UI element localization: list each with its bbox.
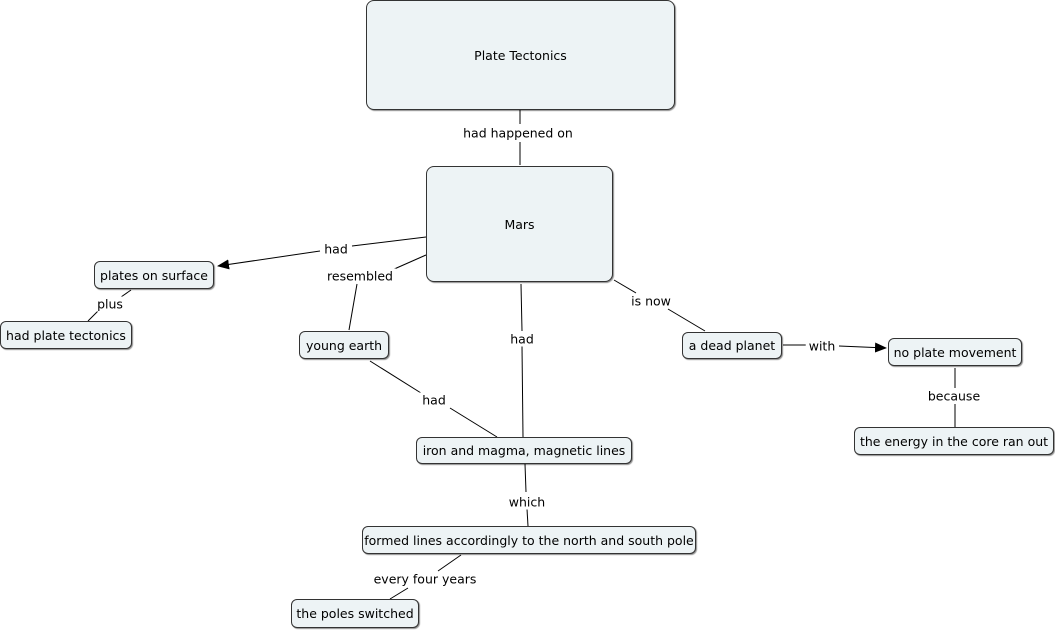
line-plus-hpt — [87, 310, 99, 322]
node-formed-lines-text: formed lines accordingly to the north an… — [364, 532, 694, 548]
node-iron-magma[interactable]: iron and magma, magnetic lines — [416, 437, 632, 464]
node-dead-planet-text: a dead planet — [688, 338, 776, 353]
link-label-resembled: resembled — [324, 268, 396, 284]
node-young-earth-text: young earth — [305, 337, 383, 353]
node-mars[interactable]: Mars — [426, 166, 613, 282]
arrow-had-plates — [217, 250, 321, 270]
link-label-young-had: had — [419, 392, 449, 408]
node-dead-planet[interactable]: a dead planet — [682, 332, 782, 359]
line-mars-isnow — [613, 279, 637, 294]
link-label-every-four-years: every four years — [370, 571, 480, 587]
line-had3-iron — [449, 407, 498, 438]
node-plate-tectonics[interactable]: Plate Tectonics — [366, 0, 675, 110]
node-iron-magma-text: iron and magma, magnetic lines — [422, 443, 626, 458]
link-label-plus: plus — [94, 296, 126, 312]
link-label-because: because — [924, 388, 984, 404]
node-young-earth[interactable]: young earth — [299, 331, 389, 359]
link-label-which: which — [505, 494, 549, 510]
node-plate-tectonics-text: Plate Tectonics — [474, 47, 567, 63]
link-label-had-iron: had — [507, 331, 537, 347]
node-plates-on-surface[interactable]: plates on surface — [94, 261, 214, 289]
node-no-plate-movement[interactable]: no plate movement — [888, 338, 1022, 366]
line-iron-which — [524, 463, 527, 493]
line-plates-plus — [120, 289, 132, 298]
line-mars-had — [351, 236, 427, 247]
line-resembled-young — [348, 283, 358, 331]
link-label-had-plates: had — [321, 241, 351, 257]
node-had-plate-tectonics[interactable]: had plate tectonics — [0, 321, 132, 349]
node-formed-lines[interactable]: formed lines accordingly to the north an… — [362, 526, 696, 554]
line-mars-resembled — [391, 254, 427, 271]
node-mars-text: Mars — [504, 216, 535, 232]
node-plates-on-surface-text: plates on surface — [100, 267, 208, 283]
link-label-with: with — [805, 338, 839, 354]
node-poles-switched[interactable]: the poles switched — [291, 599, 419, 628]
link-label-had-happened-on: had happened on — [460, 125, 576, 141]
node-energy-core-text: the energy in the core ran out — [859, 433, 1049, 449]
line-isnow-dead — [667, 308, 706, 332]
node-had-plate-tectonics-text: had plate tectonics — [6, 327, 126, 343]
line-which-formed — [526, 508, 529, 527]
line-young-had — [369, 360, 422, 394]
node-no-plate-movement-text: no plate movement — [893, 344, 1017, 360]
arrow-with-noplate — [838, 342, 887, 353]
link-label-is-now: is now — [628, 293, 674, 309]
node-poles-switched-text: the poles switched — [296, 606, 414, 621]
line-every-poles — [389, 587, 409, 600]
line-had2-iron — [521, 345, 524, 438]
line-formed-every — [437, 554, 462, 572]
line-mars-had2 — [520, 283, 523, 332]
node-energy-core[interactable]: the energy in the core ran out — [854, 427, 1054, 455]
